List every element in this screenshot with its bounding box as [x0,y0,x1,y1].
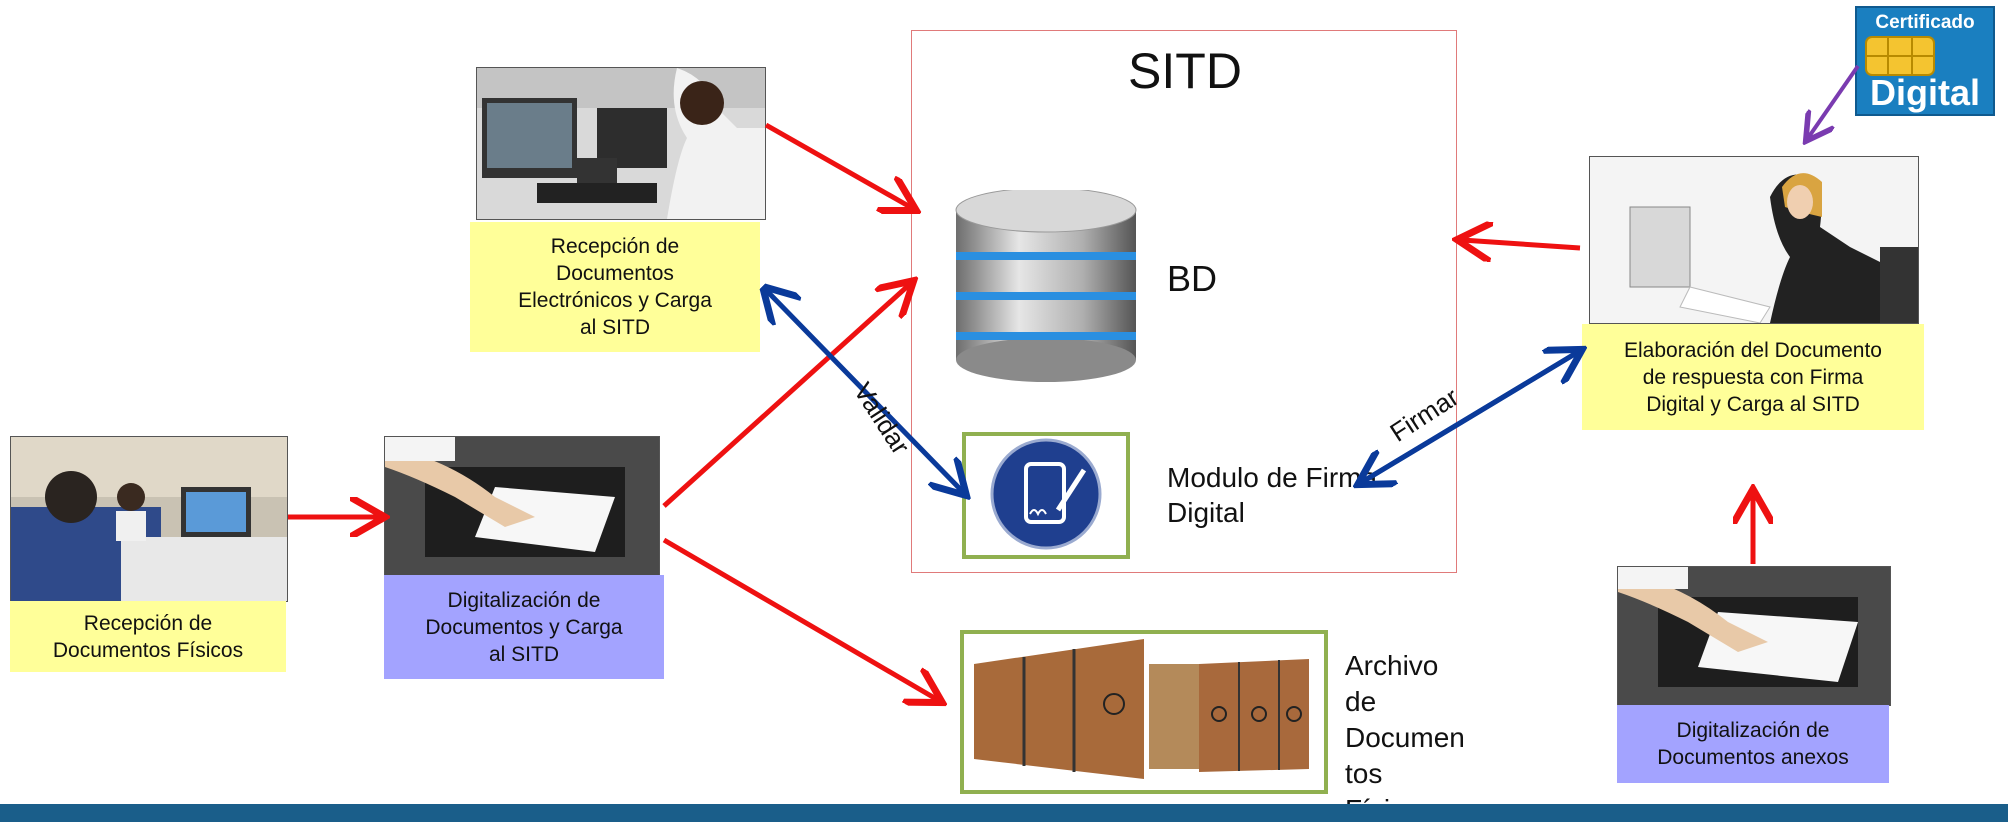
arrow-certificado-to-elaboracion [1808,64,1860,138]
recepcion-electronicos-label: Recepción de Documentos Electrónicos y C… [470,222,760,352]
certificado-digital-icon: Certificado Digital [1855,6,1995,116]
elaboracion-label: Elaboración del Documento de respuesta c… [1582,324,1924,430]
arrow-firmar-reverse [1360,352,1578,485]
call-center-photo [476,67,766,220]
certificado-line1: Certificado [1875,12,1975,33]
sitd-title: SITD [1128,43,1242,99]
scanner-photo [384,436,660,576]
archive-shelves-photo [964,634,1324,790]
arrow-digitalizacion-to-archivo [662,537,938,700]
digitalizacion-label: Digitalización de Documentos y Carga al … [384,575,664,679]
firma-module-frame [962,432,1130,559]
footer-bar [0,804,2008,822]
certificado-line2: Digital [1869,72,1980,113]
arrow-elaboracion-to-sitd [1462,240,1581,248]
arrow-electronicos-to-sitd [764,122,912,208]
reception-desk-photo [10,436,288,602]
chip-icon [1865,36,1935,76]
office-worker-photo [1589,156,1919,324]
signature-tablet-icon [990,438,1102,550]
arrow-validar [766,290,963,492]
archivo-label: Archivo de Documen tos Físicos [1345,650,1465,825]
digitalizacion-anexos-label: Digitalización de Documentos anexos [1617,705,1889,783]
bd-label: BD [1167,258,1218,299]
scanner-annex-photo [1617,566,1891,706]
recepcion-fisicos-label: Recepción de Documentos Físicos [10,601,286,672]
archive-frame [960,630,1328,794]
